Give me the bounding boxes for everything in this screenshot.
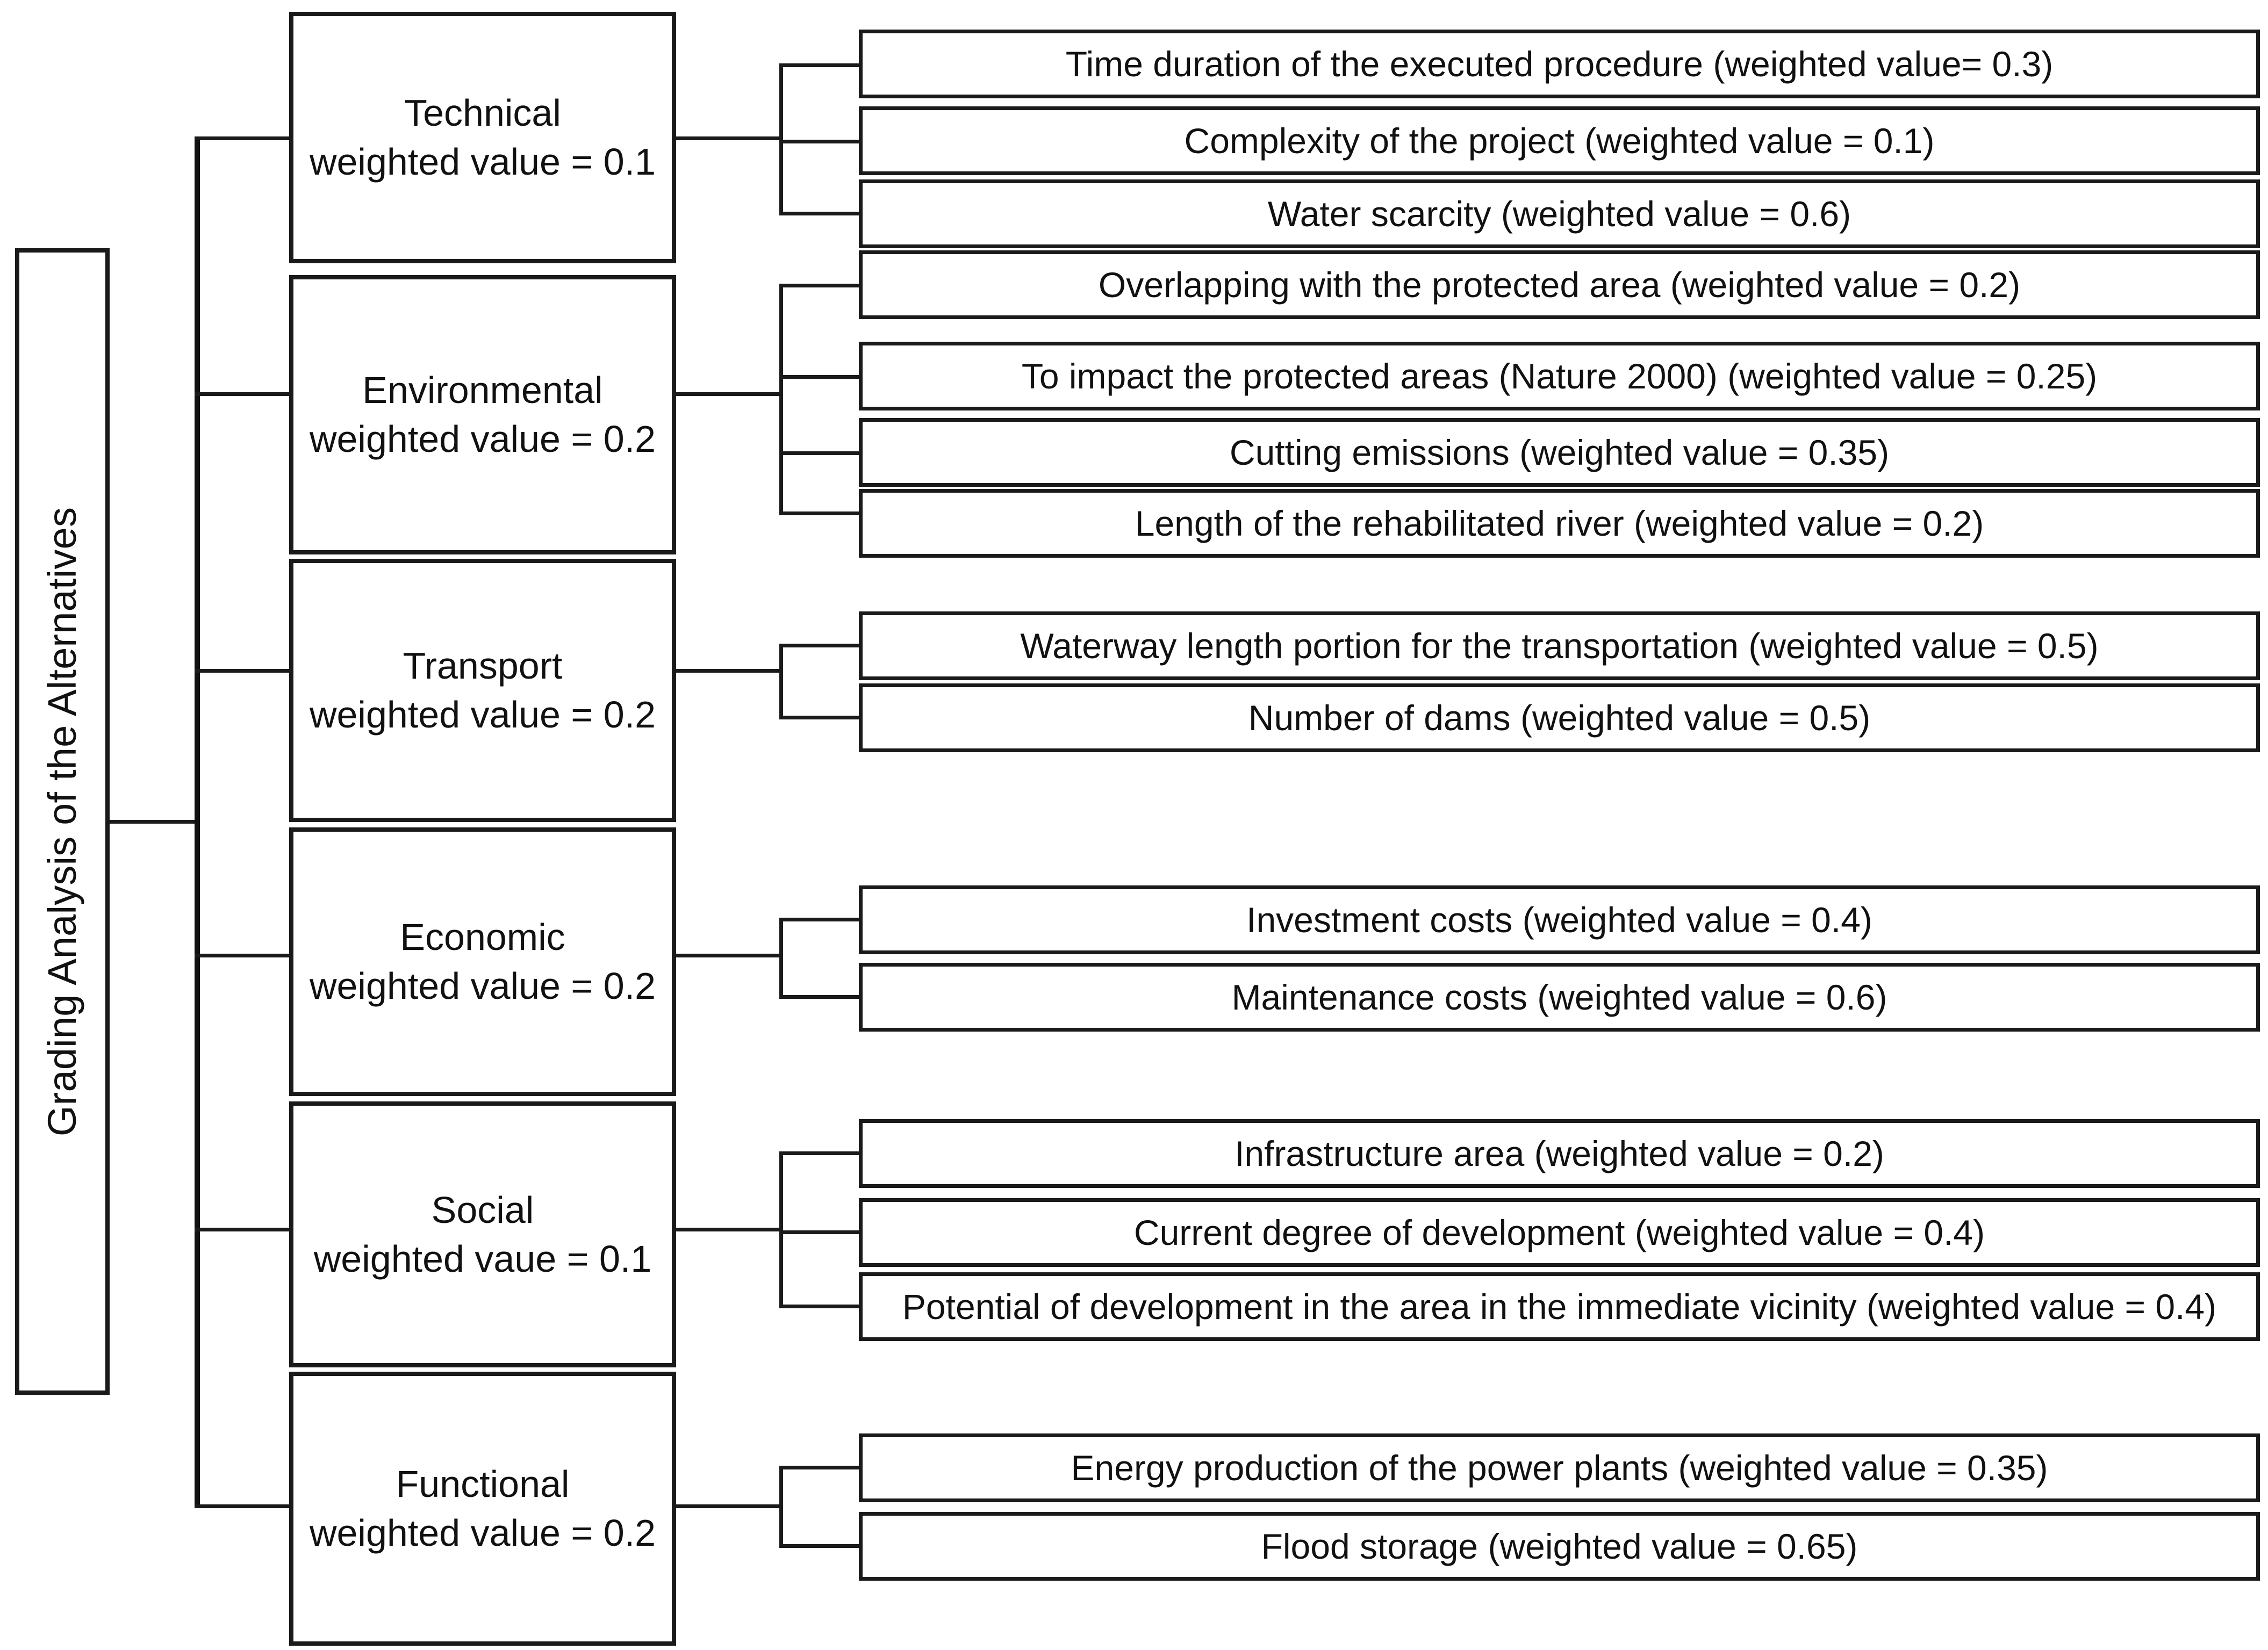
environmental-connector-1	[779, 284, 861, 287]
spine-to-economic	[195, 954, 291, 957]
spine-to-environmental	[195, 392, 291, 396]
economic-connector-1	[779, 918, 861, 921]
transport-branch-bracket	[779, 644, 783, 719]
criterion-label: Cutting emissions (weighted value = 0.35…	[1229, 432, 1890, 472]
criterion-box: To impact the protected areas (Nature 20…	[859, 342, 2260, 410]
criterion-label: To impact the protected areas (Nature 20…	[1021, 356, 2098, 396]
functional-branch-bracket	[779, 1466, 783, 1547]
category-name-technical: Technical	[404, 92, 561, 134]
category-name-transport: Transport	[403, 645, 563, 687]
economic-connector-2	[779, 995, 861, 999]
criterion-box: Length of the rehabilitated river (weigh…	[859, 489, 2260, 558]
functional-branch-stem	[676, 1504, 783, 1508]
spine-to-functional	[195, 1504, 291, 1508]
category-weight-transport: weighted value = 0.2	[309, 694, 656, 736]
category-weight-environmental: weighted value = 0.2	[309, 418, 656, 460]
category-name-functional: Functional	[396, 1463, 570, 1505]
environmental-connector-2	[779, 375, 861, 379]
technical-connector-1	[779, 63, 861, 67]
criterion-label: Maintenance costs (weighted value = 0.6)	[1231, 977, 1887, 1017]
root-connector-stub	[110, 820, 198, 824]
criterion-label: Complexity of the project (weighted valu…	[1184, 120, 1935, 161]
social-connector-1	[779, 1151, 861, 1155]
social-connector-3	[779, 1305, 861, 1308]
category-box-transport: Transport weighted value = 0.2	[289, 559, 676, 822]
criterion-label: Flood storage (weighted value = 0.65)	[1261, 1526, 1858, 1566]
spine-to-technical	[195, 136, 291, 140]
category-box-social: Social weighted vaue = 0.1	[289, 1101, 676, 1367]
spine-to-social	[195, 1228, 291, 1231]
criterion-box: Maintenance costs (weighted value = 0.6)	[859, 963, 2260, 1032]
category-name-environmental: Environmental	[362, 369, 603, 411]
category-box-technical: Technical weighted value = 0.1	[289, 12, 676, 263]
technical-connector-2	[779, 140, 861, 143]
spine-to-transport	[195, 669, 291, 673]
criterion-box: Number of dams (weighted value = 0.5)	[859, 683, 2260, 752]
category-name-social: Social	[431, 1188, 534, 1231]
environmental-branch-stem	[676, 392, 783, 396]
environmental-connector-3	[779, 451, 861, 455]
criterion-label: Length of the rehabilitated river (weigh…	[1135, 503, 1984, 543]
root-node-label: Grading Analysis of the Alternatives	[40, 507, 85, 1136]
economic-branch-bracket	[779, 918, 783, 998]
category-weight-economic: weighted value = 0.2	[309, 965, 656, 1007]
environmental-branch-bracket	[779, 284, 783, 515]
criterion-label: Energy production of the power plants (w…	[1071, 1447, 2048, 1488]
main-spine	[195, 136, 200, 1507]
criterion-label: Number of dams (weighted value = 0.5)	[1248, 697, 1871, 738]
category-weight-functional: weighted value = 0.2	[309, 1512, 656, 1554]
transport-branch-stem	[676, 669, 783, 673]
criterion-label: Overlapping with the protected area (wei…	[1098, 264, 2021, 305]
criterion-label: Potential of development in the area in …	[902, 1286, 2217, 1327]
criterion-box: Complexity of the project (weighted valu…	[859, 106, 2260, 175]
criterion-box: Cutting emissions (weighted value = 0.35…	[859, 418, 2260, 487]
category-box-environmental: Environmental weighted value = 0.2	[289, 275, 676, 554]
criterion-label: Water scarcity (weighted value = 0.6)	[1267, 193, 1851, 234]
category-box-functional: Functional weighted value = 0.2	[289, 1372, 676, 1646]
criterion-label: Investment costs (weighted value = 0.4)	[1246, 899, 1872, 940]
social-branch-stem	[676, 1228, 783, 1231]
environmental-connector-4	[779, 511, 861, 515]
economic-branch-stem	[676, 954, 783, 957]
technical-connector-3	[779, 212, 861, 215]
functional-connector-1	[779, 1466, 861, 1469]
criterion-box: Flood storage (weighted value = 0.65)	[859, 1512, 2260, 1581]
functional-connector-2	[779, 1544, 861, 1548]
category-weight-social: weighted vaue = 0.1	[313, 1237, 652, 1280]
criterion-box: Waterway length portion for the transpor…	[859, 611, 2260, 680]
transport-connector-1	[779, 644, 861, 647]
criterion-box: Infrastructure area (weighted value = 0.…	[859, 1119, 2260, 1188]
category-weight-technical: weighted value = 0.1	[309, 141, 656, 183]
technical-branch-stem	[676, 136, 783, 140]
criterion-box: Current degree of development (weighted …	[859, 1198, 2260, 1267]
social-branch-bracket	[779, 1151, 783, 1307]
criterion-box: Water scarcity (weighted value = 0.6)	[859, 179, 2260, 248]
criterion-label: Waterway length portion for the transpor…	[1020, 625, 2099, 666]
criterion-label: Infrastructure area (weighted value = 0.…	[1235, 1133, 1884, 1173]
criterion-box: Energy production of the power plants (w…	[859, 1433, 2260, 1502]
social-connector-2	[779, 1230, 861, 1234]
criterion-label: Current degree of development (weighted …	[1133, 1212, 1985, 1252]
category-name-economic: Economic	[400, 916, 565, 958]
criterion-box: Investment costs (weighted value = 0.4)	[859, 885, 2260, 954]
technical-branch-bracket	[779, 63, 783, 215]
criterion-label: Time duration of the executed procedure …	[1065, 44, 2054, 84]
root-node-grading-analysis: Grading Analysis of the Alternatives	[15, 248, 110, 1395]
transport-connector-2	[779, 716, 861, 719]
criterion-box: Overlapping with the protected area (wei…	[859, 250, 2260, 319]
category-box-economic: Economic weighted value = 0.2	[289, 827, 676, 1096]
criterion-box: Potential of development in the area in …	[859, 1272, 2260, 1341]
criterion-box: Time duration of the executed procedure …	[859, 30, 2260, 98]
